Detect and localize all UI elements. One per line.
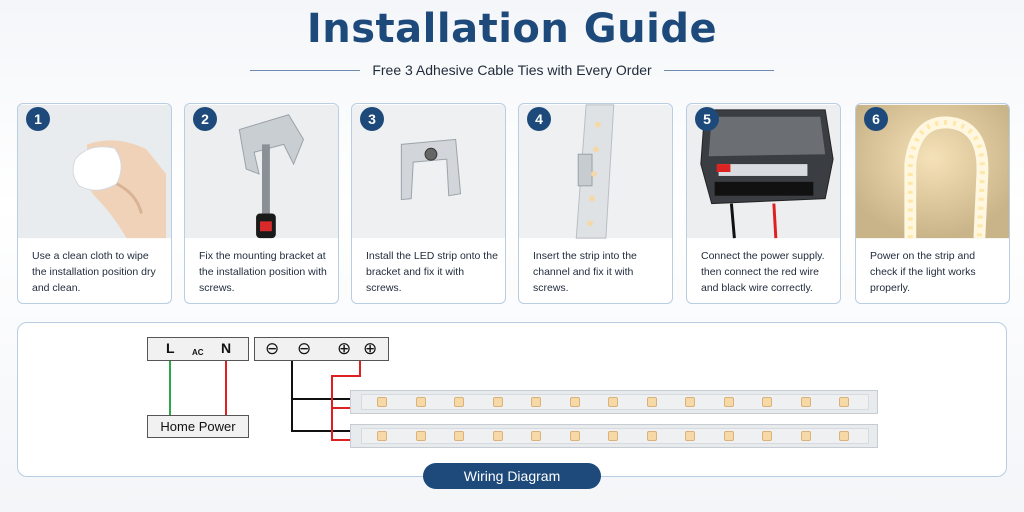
step-desc-4: Insert the strip into the channel and fi… — [533, 250, 637, 294]
led-chip — [377, 397, 387, 407]
subtitle-divider-right — [663, 69, 774, 71]
led-chip — [531, 431, 541, 441]
step-desc-2: Fix the mounting bracket at the installa… — [199, 250, 327, 294]
dc-terminal-block: ⊖ ⊖ ⊕ ⊕ — [254, 337, 389, 361]
dc-terminal-positive-1: ⊕ — [337, 339, 352, 358]
ac-terminal-block: L AC N — [147, 337, 249, 361]
led-chip — [608, 397, 618, 407]
power-supply-photo — [687, 104, 840, 239]
led-chip — [569, 431, 580, 441]
ac-terminal-l: L — [166, 340, 175, 356]
led-chip — [762, 397, 772, 407]
cleaning-cloth-photo — [18, 104, 171, 239]
wiring-diagram-badge: Wiring Diagram — [423, 463, 601, 489]
led-chip — [646, 397, 657, 407]
step-desc-1: Use a clean cloth to wipe the installati… — [32, 250, 156, 294]
led-chip — [839, 397, 849, 407]
step-card-5: 5 Connect the power supply. then connect… — [686, 103, 841, 304]
ac-terminal-ac: AC — [192, 348, 204, 357]
led-chip — [800, 397, 811, 407]
step-desc-5: Connect the power supply. then connect t… — [701, 250, 825, 294]
step-number-2: 2 — [193, 107, 217, 131]
led-chip — [723, 431, 734, 441]
subtitle: Free 3 Adhesive Cable Ties with Every Or… — [372, 62, 652, 78]
step-card-1: 1 Use a clean cloth to wipe the installa… — [17, 103, 172, 304]
home-power-box: Home Power — [147, 415, 249, 438]
led-chip — [492, 431, 503, 441]
dc-terminal-negative-1: ⊖ — [265, 339, 280, 358]
dc-terminal-positive-2: ⊕ — [363, 339, 378, 358]
step-number-6: 6 — [864, 107, 888, 131]
ac-terminal-n: N — [221, 340, 232, 356]
led-strip-1 — [350, 390, 878, 414]
led-chip — [839, 431, 849, 441]
step-card-6: 6 Power on the strip and check if the li… — [855, 103, 1010, 304]
step-number-3: 3 — [360, 107, 384, 131]
step-card-2: 2 Fix the mounting bracket at the instal… — [184, 103, 339, 304]
page-title: Installation Guide — [306, 6, 718, 52]
led-chip — [685, 431, 695, 441]
dc-terminal-negative-2: ⊖ — [297, 339, 312, 358]
step-number-5: 5 — [695, 107, 719, 131]
led-chip — [685, 397, 695, 407]
step-number-4: 4 — [527, 107, 551, 131]
led-chip — [646, 431, 657, 441]
led-chip — [762, 431, 772, 441]
step-desc-6: Power on the strip and check if the ligh… — [870, 250, 976, 294]
led-chip — [531, 397, 541, 407]
led-chip — [377, 431, 387, 441]
led-chip — [608, 431, 618, 441]
led-chip — [415, 431, 426, 441]
led-chip — [454, 431, 464, 441]
led-chip — [492, 397, 503, 407]
subtitle-row: Free 3 Adhesive Cable Ties with Every Or… — [250, 60, 774, 80]
subtitle-divider-left — [250, 69, 361, 71]
step-desc-3: Install the LED strip onto the bracket a… — [366, 250, 498, 294]
led-chip — [800, 431, 811, 441]
led-chip — [569, 397, 580, 407]
step-number-1: 1 — [26, 107, 50, 131]
led-chip — [723, 397, 734, 407]
step-card-3: 3 Install the LED strip onto the bracket… — [351, 103, 506, 304]
led-chip — [454, 397, 464, 407]
led-chip — [415, 397, 426, 407]
mounting-bracket-photo — [185, 104, 338, 239]
led-strip-2 — [350, 424, 878, 448]
step-card-4: 4 Insert the strip into the channel and … — [518, 103, 673, 304]
